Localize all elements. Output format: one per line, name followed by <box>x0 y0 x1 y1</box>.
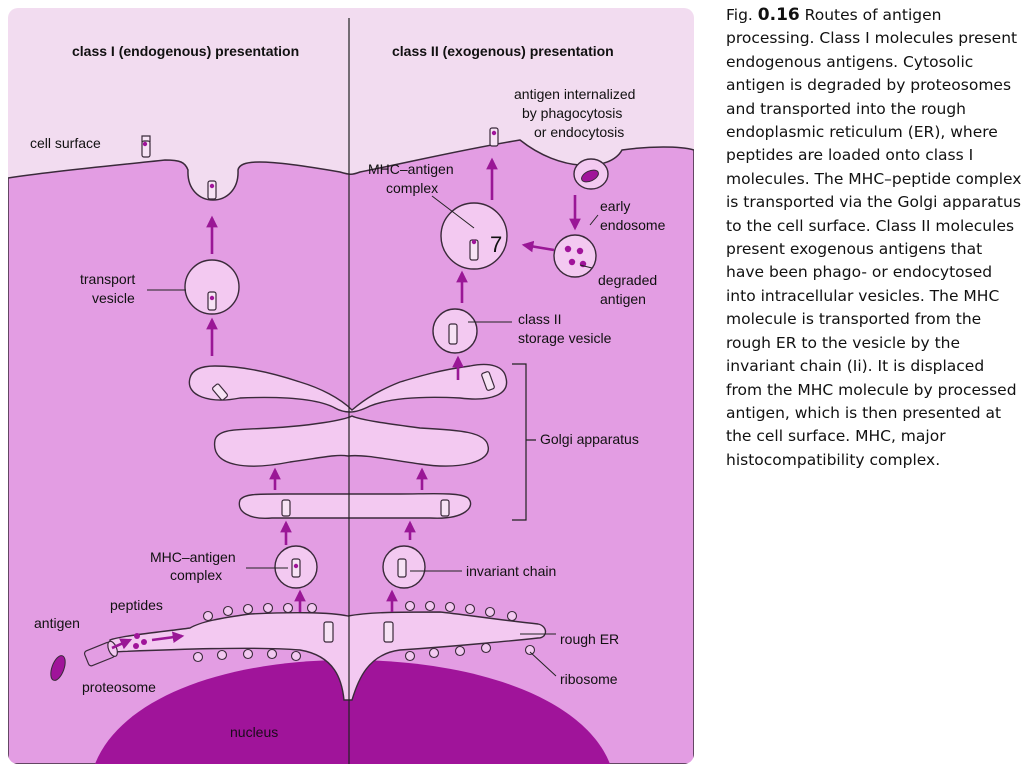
golgi-cisterna-2 <box>214 415 489 467</box>
label-invariant-chain: invariant chain <box>466 563 556 579</box>
golgi-bracket <box>512 363 536 521</box>
label-early-endosome-1: early <box>600 198 630 214</box>
label-rough-er: rough ER <box>560 631 619 647</box>
label-antigen: antigen <box>34 615 80 631</box>
transport-vesicle <box>184 259 240 315</box>
header-class2: class II (exogenous) presentation <box>392 43 614 59</box>
label-internalized-3: or endocytosis <box>534 124 624 140</box>
label-transport-2: vesicle <box>92 290 135 306</box>
peptide-dots <box>133 633 147 649</box>
ribosomes <box>192 600 536 663</box>
label-mhc-left-2: complex <box>170 567 222 583</box>
figure-caption: Fig. 0.16 Routes of antigen processing. … <box>726 4 1022 472</box>
caption-text: Routes of antigen processing. Class I mo… <box>726 6 1022 469</box>
label-internalized-2: by phagocytosis <box>522 105 622 121</box>
label-peptides: peptides <box>110 597 163 613</box>
label-internalized-1: antigen internalized <box>514 86 635 102</box>
antigen-molecule <box>50 655 66 681</box>
label-cell-surface: cell surface <box>30 135 101 151</box>
label-ribosome: ribosome <box>560 671 618 687</box>
label-degraded-1: degraded <box>598 272 657 288</box>
header-class1: class I (endogenous) presentation <box>72 43 299 59</box>
label-mhc-right-2: complex <box>386 180 438 196</box>
golgi-cisterna-3 <box>238 492 472 519</box>
label-golgi: Golgi apparatus <box>540 431 639 447</box>
label-nucleus: nucleus <box>230 724 278 740</box>
leader-lines <box>147 195 599 677</box>
label-proteosome: proteosome <box>82 679 156 695</box>
label-mhc-right-1: MHC–antigen <box>368 161 454 177</box>
mhc-antigen-vesicle-right <box>440 202 508 270</box>
label-mhc-left-1: MHC–antigen <box>150 549 236 565</box>
golgi-cisterna-1 <box>188 363 508 413</box>
invariant-chain-seven: 7 <box>490 232 502 257</box>
caption-fig-number: 0.16 <box>757 5 800 25</box>
label-class2-storage-2: storage vesicle <box>518 330 612 346</box>
rough-er <box>109 611 547 701</box>
transport-arrows <box>111 157 581 650</box>
degraded-antigen-dots <box>564 245 587 268</box>
nucleus <box>95 660 610 764</box>
label-degraded-2: antigen <box>600 291 646 307</box>
label-class2-storage-1: class II <box>518 311 562 327</box>
peptide-marks <box>142 130 497 569</box>
internalized-antigen <box>581 169 599 183</box>
early-endosome <box>553 234 597 278</box>
label-early-endosome-2: endosome <box>600 217 666 233</box>
label-transport-1: transport <box>80 271 135 287</box>
caption-fig-label: Fig. <box>726 6 758 24</box>
